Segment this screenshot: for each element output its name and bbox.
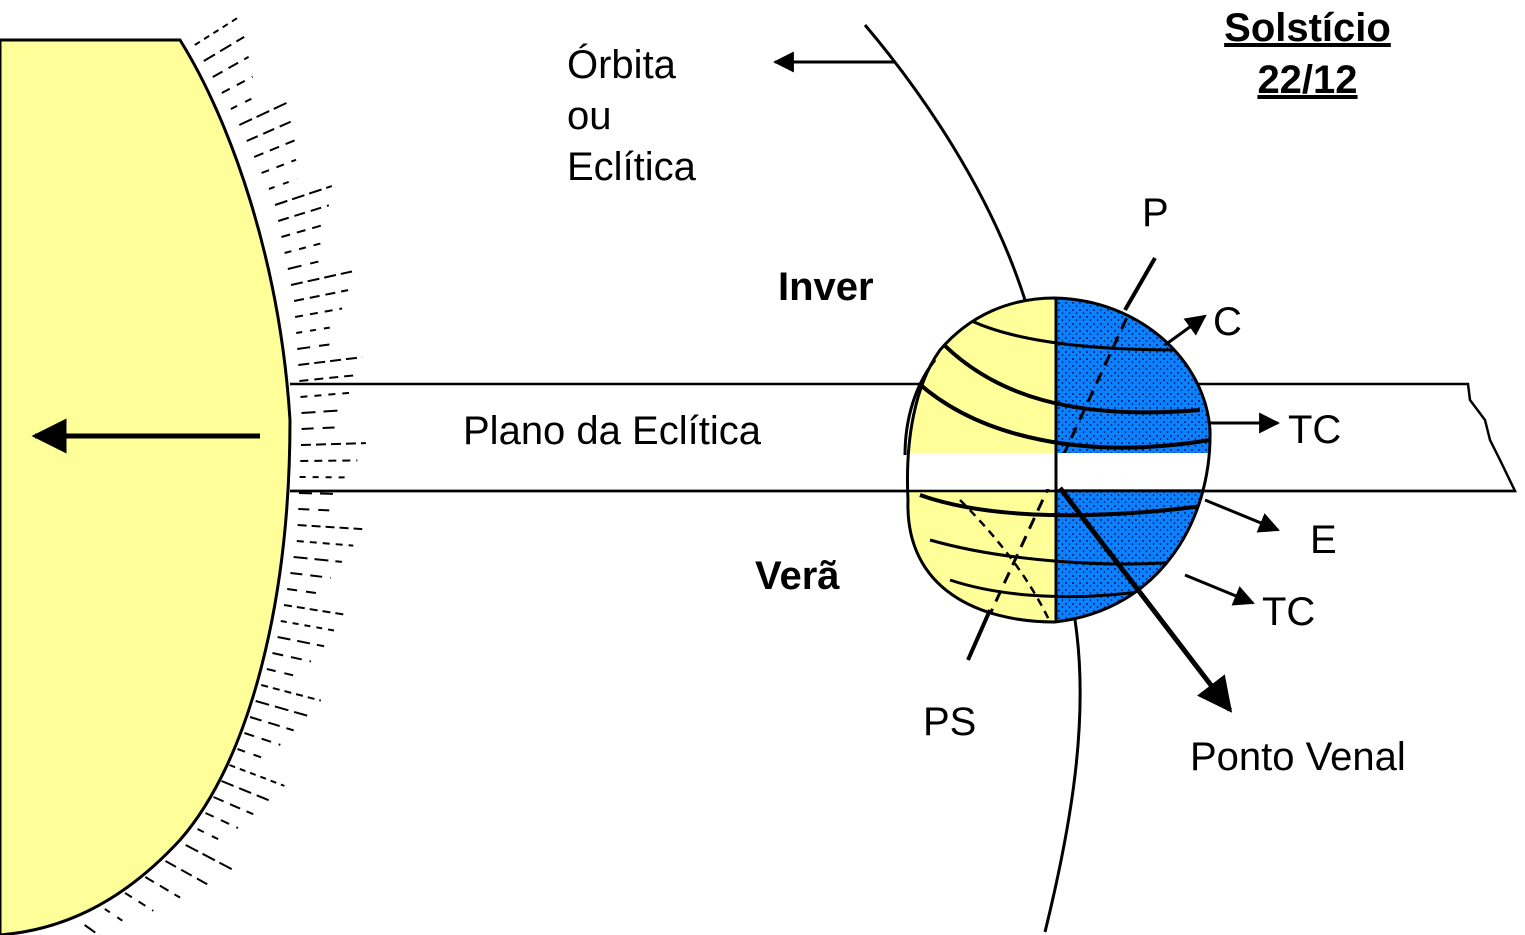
title-line2: 22/12 — [1257, 58, 1358, 102]
arrow-e — [1204, 498, 1280, 533]
sun-ray — [296, 325, 336, 334]
sun-ray — [237, 748, 267, 761]
sun-ray — [272, 652, 312, 663]
label-ponto-venal: Ponto Venal — [1190, 735, 1406, 779]
sun-ray — [298, 508, 332, 512]
sun-ray — [290, 270, 353, 286]
sun-ray — [213, 796, 254, 816]
orbit-line-bottom — [1043, 619, 1082, 933]
plane-label: Plano da Eclítica — [463, 409, 761, 453]
sun-ray — [164, 860, 208, 886]
label-e: E — [1310, 518, 1337, 562]
sun-ray — [297, 524, 363, 531]
sun-ray — [281, 223, 326, 238]
earth-outline — [906, 296, 1212, 624]
sun-ray — [261, 158, 297, 174]
sun-ray — [253, 139, 295, 158]
orbit-label-line3: Eclítica — [567, 145, 696, 189]
sun-ray — [294, 307, 343, 318]
sun-ray — [255, 700, 308, 717]
arrow-c — [1164, 314, 1207, 347]
sun-ray — [268, 177, 298, 190]
south-pole-axis — [966, 609, 992, 661]
ecliptic-plane — [290, 382, 1517, 493]
title-line1: Solstício — [1224, 6, 1391, 50]
north-pole-axis — [1123, 257, 1157, 311]
arrow-ponto-venal — [1058, 486, 1233, 713]
sun-ray — [299, 374, 356, 382]
sun-ray — [277, 636, 325, 648]
sun-ray — [229, 764, 285, 787]
label-ps: PS — [923, 700, 977, 744]
sun-ray — [287, 260, 319, 270]
sun-ray — [300, 391, 350, 398]
sun-ray — [197, 828, 224, 843]
sun-ray — [277, 204, 330, 222]
sun-ray — [221, 75, 254, 94]
sun-ray — [300, 459, 358, 462]
sun-ray — [297, 343, 330, 350]
sun-ray — [185, 844, 236, 872]
sun-ray — [260, 684, 322, 702]
south-hemisphere-label: Verã — [755, 554, 840, 598]
sun-ray — [296, 540, 354, 547]
sun-ray — [301, 426, 335, 430]
arrow-tc-south — [1184, 573, 1255, 606]
sun-ray — [238, 100, 292, 126]
sun-ray — [104, 908, 128, 925]
sun-ray — [249, 716, 294, 732]
sun-ray — [293, 556, 343, 563]
label-tc-south: TC — [1262, 590, 1316, 634]
title: Solstício 22/12 — [1205, 8, 1410, 100]
sun-ray — [287, 588, 320, 595]
sun-ray — [274, 185, 333, 206]
sun-ray — [221, 780, 270, 802]
sun-ray — [290, 572, 331, 579]
sun — [0, 38, 292, 935]
sun-ray — [203, 36, 245, 62]
sun-rays — [84, 15, 366, 935]
sun-ray — [230, 95, 257, 110]
sun-ray — [298, 492, 340, 496]
north-hemisphere-label: Inver — [778, 265, 874, 309]
orbit-label-line1: Órbita — [567, 43, 676, 87]
sun-ray — [194, 15, 240, 46]
sun-ray — [301, 409, 343, 414]
orbit-label: Órbita ou Eclítica — [567, 45, 696, 187]
sun-ray — [300, 442, 366, 446]
label-c: C — [1213, 300, 1242, 344]
orbit-label-line2: ou — [567, 94, 612, 138]
sun-ray — [144, 876, 181, 899]
sun-ray — [266, 668, 298, 678]
sun-ray — [298, 356, 363, 366]
plane-gap — [900, 453, 1220, 489]
sun-ray — [293, 289, 349, 302]
sun-ray — [284, 242, 323, 254]
label-p: P — [1142, 191, 1169, 235]
sun-ray — [280, 620, 336, 632]
label-tc-north: TC — [1288, 408, 1342, 452]
sun-ray — [205, 812, 239, 829]
orbit-line-top — [863, 24, 1027, 301]
sun-ray — [283, 604, 347, 616]
sun-ray — [84, 924, 101, 935]
sun-ray — [244, 732, 281, 746]
sun-ray — [212, 56, 250, 78]
sun-ray — [124, 892, 154, 912]
sun-ray — [246, 119, 294, 142]
